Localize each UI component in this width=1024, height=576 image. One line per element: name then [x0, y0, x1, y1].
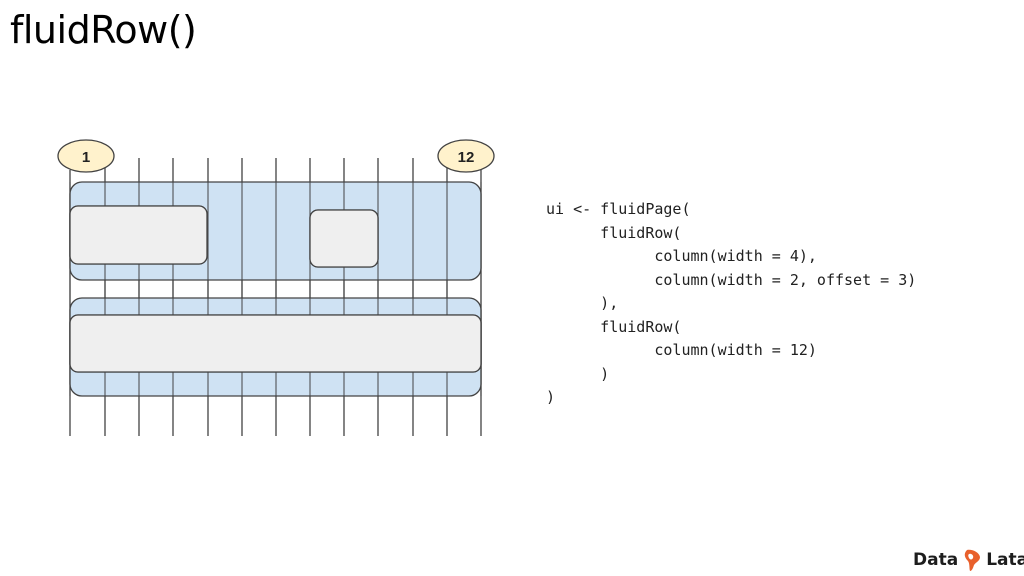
code-line: ) [546, 364, 610, 383]
latam-map-icon [964, 549, 981, 571]
code-line: ), [546, 294, 619, 312]
column-label-12: 12 [458, 149, 475, 166]
column-label-12-bubble [437, 139, 495, 173]
code-line: column(width = 12) [546, 341, 817, 359]
code-line: fluidRow( [546, 317, 682, 336]
code-line: column(width = 4), [546, 247, 817, 265]
logo-text-latam: Latam [986, 550, 1024, 570]
code-line: column(width = 2, offset = 3) [546, 270, 917, 289]
code-block: ui <- fluidPage( fluidRow( column(width … [546, 198, 916, 410]
code-line: fluidRow( [546, 223, 682, 242]
column-label-1-bubble [57, 139, 115, 173]
code-line: ui <- fluidPage( [546, 200, 691, 218]
logo-text-data: Data [913, 550, 959, 570]
slide-title: fluidRow() [10, 8, 197, 52]
column-label-1: 1 [82, 149, 90, 166]
row1-column-width-2-offset-3 [309, 209, 379, 268]
code-line: ) [546, 388, 556, 406]
row2-column-width-12 [69, 314, 482, 373]
datalatam-logo: Data Latam [913, 547, 1024, 573]
row1-column-width-4 [69, 205, 208, 265]
